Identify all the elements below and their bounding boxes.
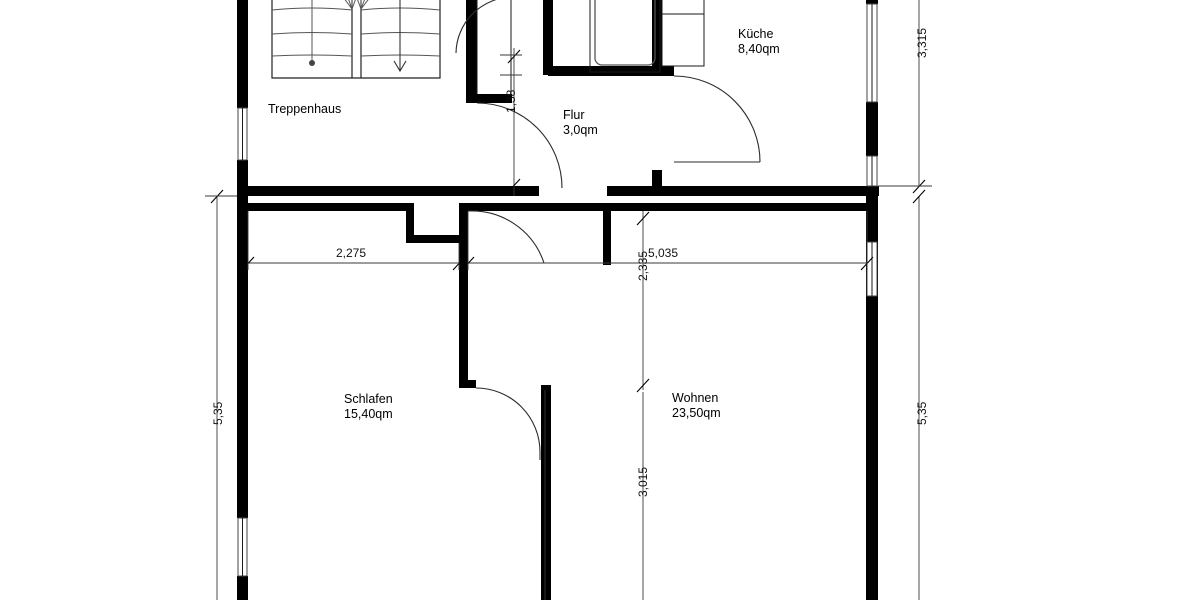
wall-west-lower-b (237, 576, 248, 600)
dimension-lines (205, 0, 932, 600)
room-area-flur: 3,0qm (563, 123, 598, 137)
wall-wohnen-west-top (459, 203, 468, 243)
room-name-treppenhaus: Treppenhaus (268, 102, 342, 116)
wall-schlafen-east (459, 235, 468, 385)
door-wohnen-swing (467, 210, 545, 264)
staircase (271, 0, 441, 79)
door-kitchen-swing (673, 75, 761, 163)
wall-bath-east (543, 0, 553, 75)
wall-wohnen-north-v (603, 203, 611, 265)
wall-west-upper-b (237, 160, 248, 195)
room-name-kueche: Küche (738, 27, 774, 41)
door-flur-swing (476, 102, 563, 189)
bathtub-icon (594, 0, 656, 66)
window-group (237, 3, 878, 577)
wall-wohnen-north (459, 203, 611, 211)
room-label-flur: Flur 3,0qm (563, 108, 598, 138)
bath-fixtures (476, 0, 661, 94)
wall-east-bottom (866, 296, 878, 600)
dim-label-2275: 2,275 (336, 246, 367, 260)
dim-label-138: 1,38 (504, 89, 518, 113)
wall-kitchen-stub (652, 66, 674, 76)
wall-group (237, 0, 879, 600)
wall-east-mid (866, 102, 878, 156)
wall-spine-left (237, 186, 471, 196)
room-label-wohnen: Wohnen 23,50qm (672, 391, 721, 421)
room-label-schlafen: Schlafen 15,40qm (344, 392, 393, 422)
room-label-treppenhaus: Treppenhaus (268, 102, 341, 117)
wall-flur-east-lower (652, 170, 662, 196)
dim-label-left-535: 5,35 (211, 401, 225, 425)
wall-west-upper (237, 0, 248, 108)
room-name-flur: Flur (563, 108, 585, 122)
room-name-schlafen: Schlafen (344, 392, 393, 406)
wall-schlafen-north (248, 203, 414, 211)
wall-wohnen-north-right (607, 203, 877, 211)
dim-label-right-535: 5,35 (915, 401, 929, 425)
door-schlafen-swing (475, 387, 541, 453)
wall-spine-mid (471, 186, 539, 196)
wall-spine-right (607, 186, 879, 196)
wall-west-lower-a (237, 196, 248, 518)
stair-start-dot (309, 60, 315, 66)
wall-schlafen-jog-v (406, 203, 414, 243)
door-group (455, 0, 761, 600)
kitchen-counter (661, 0, 705, 67)
room-name-wohnen: Wohnen (672, 391, 719, 405)
wall-east-top (866, 0, 878, 4)
dim-label-2335: 2,335 (636, 250, 650, 281)
kitchen-counter-icon (661, 0, 705, 67)
room-area-schlafen: 15,40qm (344, 407, 393, 421)
room-label-kueche: Küche 8,40qm (738, 27, 780, 57)
door-bath-swing (455, 0, 497, 54)
wall-lower-partition (541, 385, 551, 600)
dim-label-right-3315: 3,315 (915, 27, 929, 58)
wall-bath-south (466, 94, 512, 103)
dim-label-5035: 5,035 (648, 246, 679, 260)
wall-schlafen-east-stub (459, 380, 476, 388)
wall-schlafen-jog-h (406, 235, 467, 243)
wall-bath-south-2 (548, 66, 660, 76)
wall-stairwell-east (466, 0, 477, 102)
wall-kitchen-west (652, 0, 662, 76)
room-area-wohnen: 23,50qm (672, 406, 721, 420)
room-area-kueche: 8,40qm (738, 42, 780, 56)
dim-label-3015: 3,015 (636, 466, 650, 497)
